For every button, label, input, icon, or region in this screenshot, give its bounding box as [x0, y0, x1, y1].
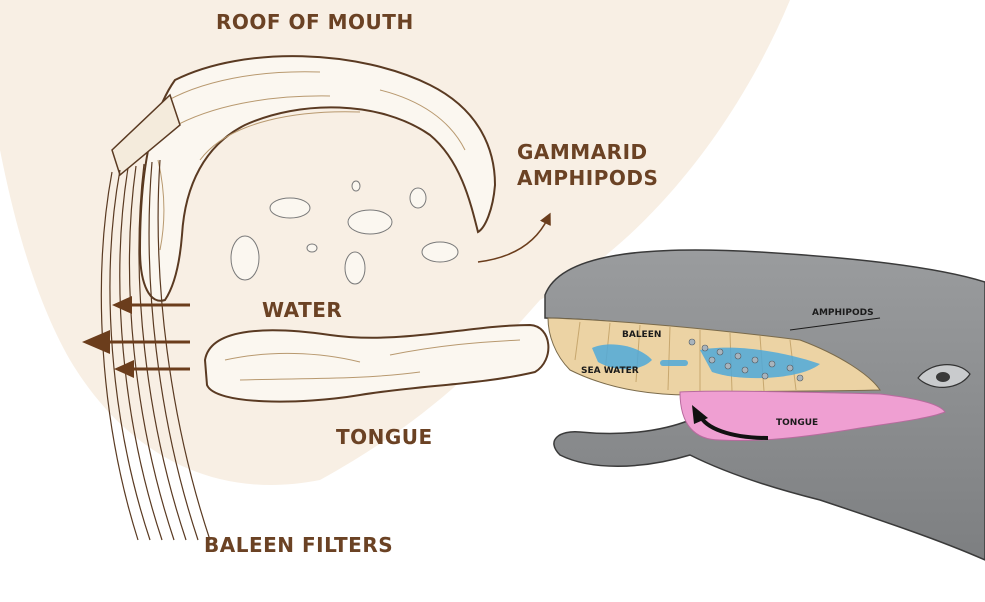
pointer-arrow — [477, 212, 551, 263]
amphipod-illustrations — [230, 180, 459, 285]
roof-of-mouth — [111, 55, 497, 302]
gammarid-label-line2: AMPHIPODS — [517, 166, 659, 190]
gammarid-label-line1: GAMMARID — [517, 140, 648, 164]
whale-baleen-label: BALEEN — [622, 330, 662, 340]
water-flow-arrows — [82, 296, 190, 378]
tongue-cross-section — [203, 323, 550, 403]
whale-amphipods-label: AMPHIPODS — [812, 308, 874, 318]
baleen-filters — [100, 159, 211, 541]
baleen-filters-label: BALEEN FILTERS — [204, 533, 394, 557]
whale-sea-water-label: SEA WATER — [581, 366, 639, 376]
amphipod-swarm — [688, 338, 804, 382]
water-label: WATER — [262, 298, 343, 322]
tongue-label: TONGUE — [336, 425, 433, 449]
whale-eye — [917, 364, 971, 388]
roof-of-mouth-label: ROOF OF MOUTH — [216, 10, 414, 34]
whale-tongue — [679, 390, 946, 441]
whale-tongue-label: TONGUE — [776, 418, 819, 428]
whale-head — [544, 249, 985, 561]
